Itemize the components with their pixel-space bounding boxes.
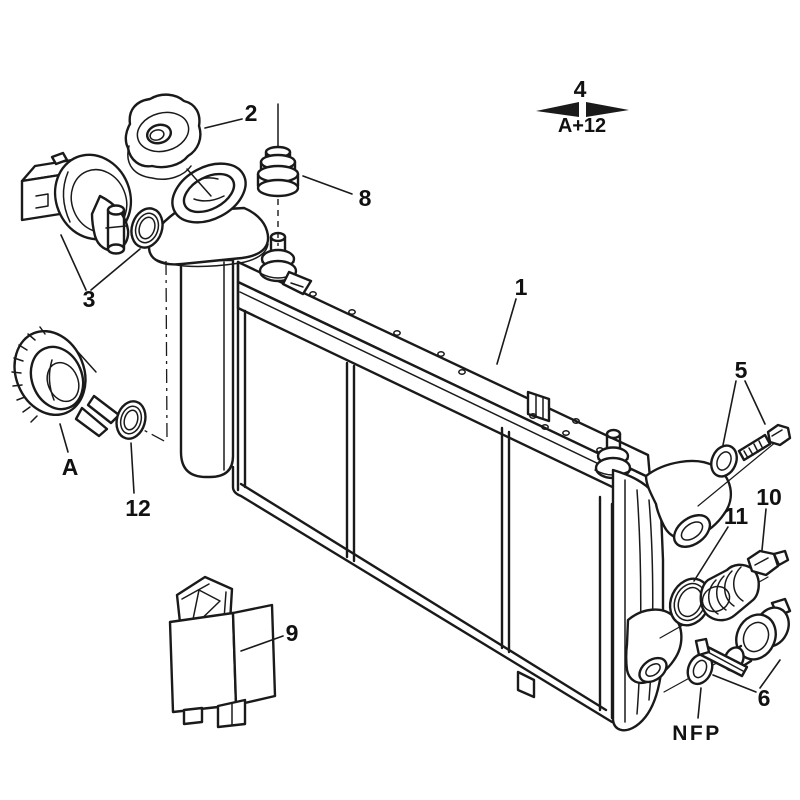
callout-10-label: 10 <box>756 484 782 510</box>
sensor-a <box>11 326 121 438</box>
tank-holes <box>309 291 604 453</box>
radiator-assembly <box>147 162 733 732</box>
outlet-pipe-bottom <box>625 608 683 684</box>
filler-neck <box>147 162 270 268</box>
header-tank-column <box>179 258 235 479</box>
callout-3-label: 3 <box>83 286 96 312</box>
leader-lines <box>59 118 781 719</box>
temp-sensor <box>694 597 792 678</box>
arrow-right-icon <box>586 102 629 117</box>
radiator-cap <box>124 93 202 180</box>
top-tank <box>236 231 652 507</box>
callout-11-label: 11 <box>724 503 749 529</box>
callout-12-label: 12 <box>125 495 151 521</box>
screw-plug <box>699 549 790 622</box>
callout-4-label: 4 <box>574 76 587 102</box>
callout-nfp-label: NFP <box>672 722 722 745</box>
drain-washer <box>710 444 738 478</box>
side-tank <box>611 459 733 732</box>
mount-grommet <box>256 103 300 246</box>
callout-2-label: 2 <box>245 100 258 126</box>
relay-bracket <box>168 575 277 729</box>
mount-pin-left <box>258 231 313 296</box>
callout-a12-label: A+12 <box>558 115 606 137</box>
radiator-core <box>231 306 614 724</box>
switch-washer <box>130 207 164 249</box>
arrow-left-icon <box>536 102 579 117</box>
callout-1-label: 1 <box>515 274 528 300</box>
plug-group <box>659 549 790 639</box>
callout-labels: 1 2 3 4 A+12 5 6 8 9 10 11 12 A NFP <box>62 76 782 745</box>
callout-9-label: 9 <box>286 620 299 646</box>
temp-sensor-group <box>663 597 792 693</box>
callout-a-label: A <box>62 454 79 480</box>
reference-mark <box>536 102 629 117</box>
callout-6-label: 6 <box>758 685 771 711</box>
thermo-switch <box>20 151 133 255</box>
drain-bolt-group <box>697 423 792 507</box>
callout-8-label: 8 <box>359 185 372 211</box>
callout-5-label: 5 <box>735 357 748 383</box>
washer-12 <box>115 400 147 440</box>
centerline-vertical <box>165 260 168 441</box>
drain-bolt <box>737 423 792 462</box>
